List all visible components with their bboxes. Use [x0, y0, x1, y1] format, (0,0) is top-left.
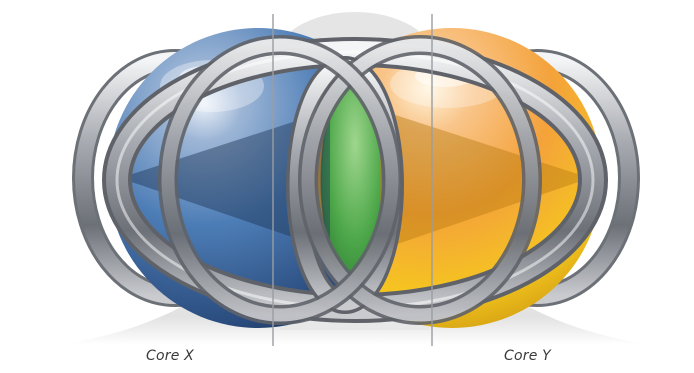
core-x-label: Core X: [146, 348, 194, 364]
core-y-label: Core Y: [504, 348, 551, 364]
